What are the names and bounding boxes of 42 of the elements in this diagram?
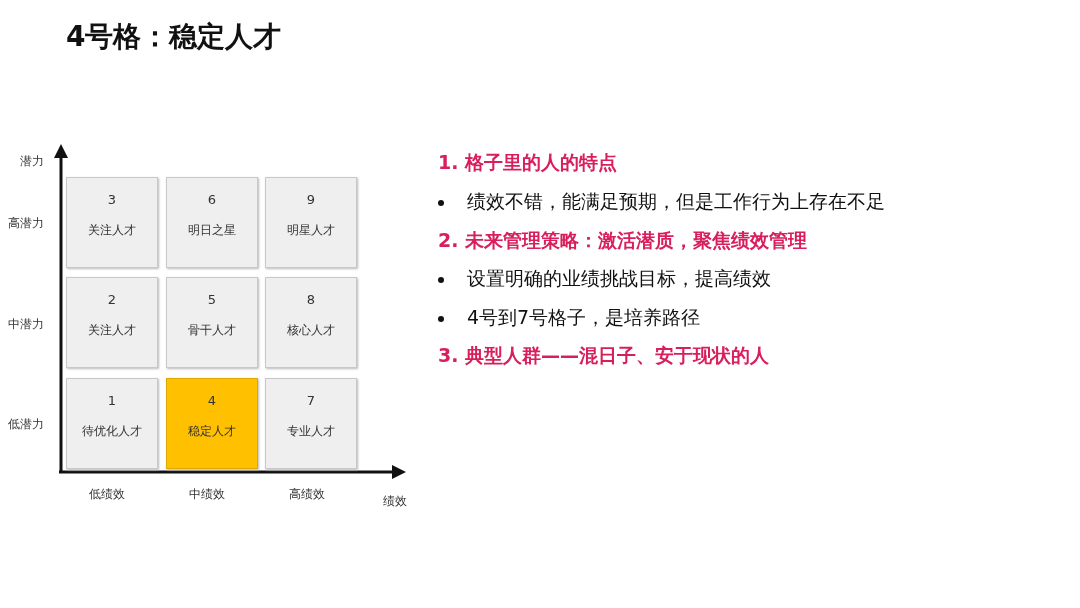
axis-title: 潜力: [20, 153, 44, 170]
cell-number: 1: [107, 393, 117, 408]
section-heading: 2. 未来管理策略：激活潜质，聚焦绩效管理: [438, 228, 808, 253]
grid-cell: [66, 177, 158, 268]
grid-cell: [265, 277, 357, 368]
axis-title: 绩效: [383, 493, 407, 510]
bullet-text: 绩效不错，能满足预期，但是工作行为上存在不足: [467, 189, 885, 214]
axis-label: 高绩效: [289, 486, 325, 503]
section-heading: 3. 典型人群——混日子、安于现状的人: [438, 343, 770, 368]
grid-cell: [166, 177, 258, 268]
cell-label: 专业人才: [287, 423, 335, 440]
grid-cell: [265, 378, 357, 469]
cell-label: 关注人才: [88, 222, 136, 239]
cell-number: 3: [107, 192, 117, 207]
axis-label: 中潜力: [8, 316, 44, 333]
cell-label: 稳定人才: [188, 423, 236, 440]
cell-number: 2: [107, 292, 117, 307]
axis-label: 低潜力: [8, 416, 44, 433]
axis-label: 高潜力: [8, 215, 44, 232]
cell-label: 核心人才: [287, 322, 335, 339]
axis-label: 低绩效: [89, 486, 125, 503]
grid-cell: [166, 378, 258, 469]
grid-cell: [66, 378, 158, 469]
cell-label: 明星人才: [287, 222, 335, 239]
cell-number: 5: [207, 292, 217, 307]
cell-number: 9: [306, 192, 316, 207]
cell-number: 8: [306, 292, 316, 307]
section-heading: 1. 格子里的人的特点: [438, 150, 618, 175]
cell-number: 7: [306, 393, 316, 408]
cell-number: 6: [207, 192, 217, 207]
cell-label: 待优化人才: [82, 423, 142, 440]
title: 4号格：稳定人才: [66, 19, 282, 55]
grid-cell: [166, 277, 258, 368]
cell-number: 4: [207, 393, 217, 408]
cell-label: 骨干人才: [188, 322, 236, 339]
grid-cell: [265, 177, 357, 268]
bullet-text: 4号到7号格子，是培养路径: [467, 305, 701, 330]
cell-label: 明日之星: [188, 222, 236, 239]
axis-label: 中绩效: [189, 486, 225, 503]
grid-cell: [66, 277, 158, 368]
bullet-text: 设置明确的业绩挑战目标，提高绩效: [467, 266, 771, 291]
cell-label: 关注人才: [88, 322, 136, 339]
